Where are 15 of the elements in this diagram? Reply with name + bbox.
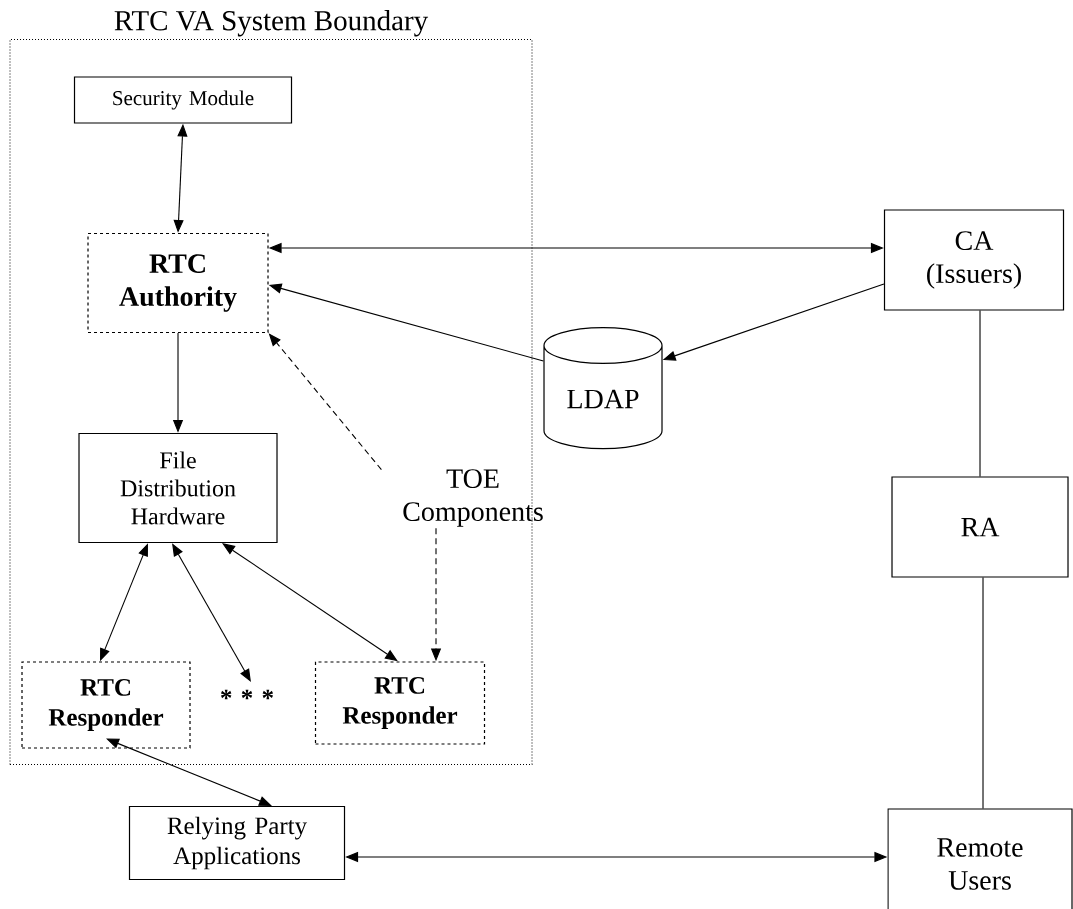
users-box: Remote Users [887, 808, 1073, 909]
application-box: Relying Party Applications [128, 805, 346, 881]
arrow [106, 738, 272, 806]
boundary-title: RTC VA System Boundary [114, 10, 429, 37]
ellipsis-mark: * * * [220, 689, 274, 700]
component-box: RTC Responder [21, 661, 191, 749]
component-label: TOE Components [403, 469, 543, 527]
component-box: RTC Authority [87, 232, 269, 334]
arrow [222, 543, 398, 662]
issuer-box: CA (Issuers) [883, 209, 1065, 311]
component-box: RTC Responder [314, 661, 486, 745]
directory-cylinder: LDAP [543, 327, 663, 450]
hardware-box: File Distribution Hardware [78, 432, 278, 544]
module-box: Security Module [73, 76, 293, 124]
authority-box: RA [891, 476, 1069, 578]
